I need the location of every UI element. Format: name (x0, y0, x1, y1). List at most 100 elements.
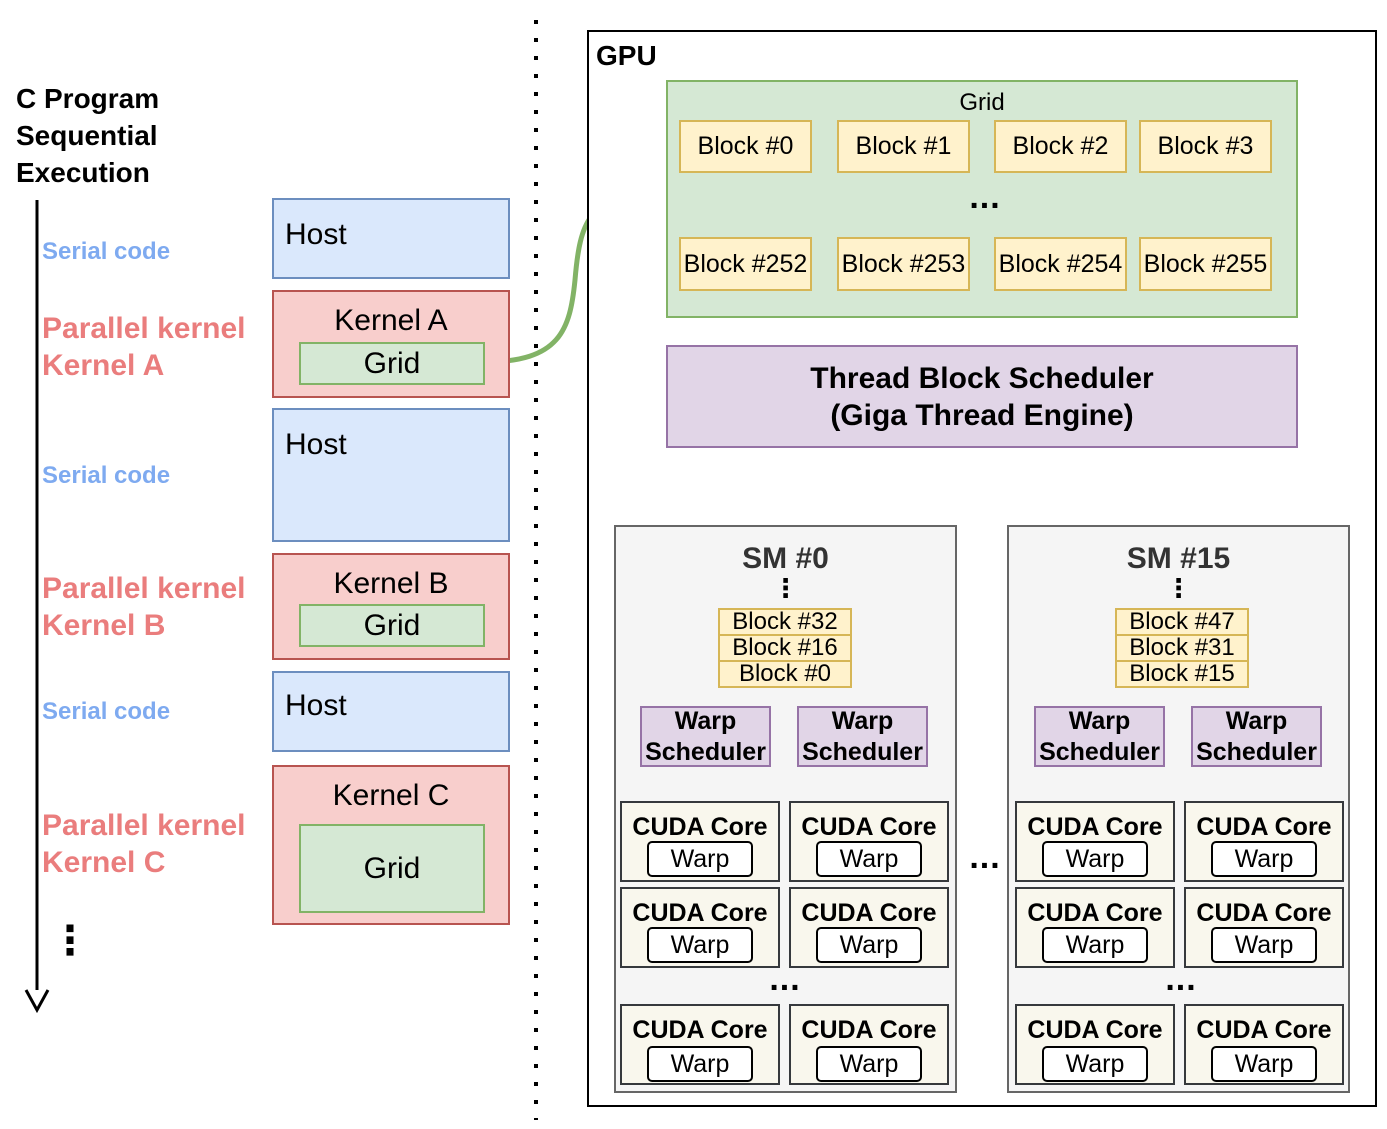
warp-scheduler-line2: Scheduler (645, 737, 766, 766)
sm15-warp-scheduler-1: Warp Scheduler (1034, 706, 1165, 767)
sm0-block-32: Block #32 (718, 608, 852, 636)
parallel-label: Parallel kernel (42, 312, 246, 345)
warp: Warp (1211, 841, 1317, 877)
sm0-cuda-core: CUDA Core Warp (789, 1004, 949, 1085)
parallel-label: Parallel kernel (42, 809, 246, 842)
warp: Warp (647, 927, 753, 963)
kernel-b-box: Kernel B Grid (272, 553, 510, 660)
kernel-a-box: Kernel A Grid (272, 290, 510, 398)
sm-title: SM #0 (742, 542, 829, 575)
core-title: CUDA Core (1196, 899, 1332, 927)
warp: Warp (647, 1046, 753, 1082)
core-title: CUDA Core (632, 1016, 768, 1044)
warp: Warp (1042, 1046, 1148, 1082)
host-label: Host (285, 218, 347, 251)
core-title: CUDA Core (632, 899, 768, 927)
kernel-a-side-label: Kernel A (42, 349, 165, 382)
sm15-block-15: Block #15 (1115, 660, 1249, 688)
warp: Warp (816, 841, 922, 877)
sm15-block-47: Block #47 (1115, 608, 1249, 636)
title-line-2: Sequential (16, 120, 158, 151)
block-1: Block #1 (837, 120, 970, 173)
warp: Warp (1211, 1046, 1317, 1082)
host-box-1: Host (272, 198, 510, 279)
core-ellipsis: ... (769, 960, 801, 998)
core-title: CUDA Core (801, 1016, 937, 1044)
kernel-b-label: Kernel B (333, 567, 449, 600)
thread-block-scheduler: Thread Block Scheduler (Giga Thread Engi… (666, 345, 1298, 448)
sm15-cuda-core: CUDA Core Warp (1184, 1004, 1344, 1085)
scheduler-subtitle: (Giga Thread Engine) (830, 398, 1134, 432)
kernel-a-label: Kernel A (334, 304, 448, 337)
sm15-cuda-core: CUDA Core Warp (1015, 1004, 1175, 1085)
kernel-c-side-label: Kernel C (42, 846, 166, 879)
sm0-warp-scheduler-1: Warp Scheduler (640, 706, 771, 767)
warp-scheduler-line1: Warp (1225, 706, 1288, 735)
host-label: Host (285, 428, 347, 461)
kernel-c-label: Kernel C (332, 779, 450, 812)
title-line-3: Execution (16, 157, 150, 188)
host-label: Host (285, 689, 347, 722)
parallel-kernel-c-label: Parallel kernel Kernel C (42, 807, 245, 881)
serial-code-label: Serial code (42, 462, 171, 489)
warp-scheduler-line1: Warp (674, 706, 737, 735)
gpu-label: GPU (596, 40, 657, 71)
sm15-cuda-core: CUDA Core Warp (1015, 887, 1175, 968)
sm15-cuda-core: CUDA Core Warp (1184, 801, 1344, 882)
block-3: Block #3 (1139, 120, 1272, 173)
serial-code-label: Serial code (42, 698, 171, 725)
warp-scheduler-line2: Scheduler (1196, 737, 1317, 766)
block-ellipsis: ... (969, 178, 1001, 216)
kernel-c-box: Kernel C Grid (272, 765, 510, 925)
block-254: Block #254 (994, 237, 1127, 291)
scheduler-title: Thread Block Scheduler (810, 361, 1154, 395)
parallel-kernel-a-label: Parallel kernel Kernel A (42, 310, 245, 384)
serial-code-label: Serial code (42, 238, 171, 265)
warp-scheduler-line2: Scheduler (802, 737, 923, 766)
sm0-cuda-core: CUDA Core Warp (620, 1004, 780, 1085)
sm0-cuda-core: CUDA Core Warp (620, 887, 780, 968)
core-title: CUDA Core (1027, 813, 1163, 841)
parallel-kernel-b-label: Parallel kernel Kernel B (42, 570, 245, 644)
block-0: Block #0 (679, 120, 812, 173)
warp-scheduler-line2: Scheduler (1039, 737, 1160, 766)
warp: Warp (1042, 841, 1148, 877)
core-title: CUDA Core (1196, 1016, 1332, 1044)
sm0-cuda-core: CUDA Core Warp (789, 887, 949, 968)
warp: Warp (1211, 927, 1317, 963)
core-title: CUDA Core (1027, 1016, 1163, 1044)
warp-scheduler-line1: Warp (1068, 706, 1131, 735)
program-title: C Program Sequential Execution (16, 80, 256, 191)
block-253: Block #253 (837, 237, 970, 291)
kernel-b-grid: Grid (299, 604, 485, 647)
kernel-a-grid: Grid (299, 342, 485, 385)
sm0-block-16: Block #16 (718, 634, 852, 662)
warp: Warp (816, 1046, 922, 1082)
sm-ellipsis: ... (969, 838, 1001, 876)
warp-scheduler-line1: Warp (831, 706, 894, 735)
sm0-block-0: Block #0 (718, 660, 852, 688)
core-title: CUDA Core (1196, 813, 1332, 841)
sm15-warp-scheduler-2: Warp Scheduler (1191, 706, 1322, 767)
warp: Warp (647, 841, 753, 877)
warp: Warp (816, 927, 922, 963)
block-252: Block #252 (679, 237, 812, 291)
sm0-cuda-core: CUDA Core Warp (620, 801, 780, 882)
core-title: CUDA Core (801, 899, 937, 927)
block-2: Block #2 (994, 120, 1127, 173)
sm-title: SM #15 (1126, 542, 1231, 575)
parallel-label: Parallel kernel (42, 572, 246, 605)
block-255: Block #255 (1139, 237, 1272, 291)
warp: Warp (1042, 927, 1148, 963)
sm15-cuda-core: CUDA Core Warp (1015, 801, 1175, 882)
host-box-3: Host (272, 671, 510, 752)
core-title: CUDA Core (632, 813, 768, 841)
host-box-2: Host (272, 408, 510, 542)
core-ellipsis: ... (1165, 960, 1197, 998)
kernel-c-grid: Grid (299, 824, 485, 913)
sm15-block-31: Block #31 (1115, 634, 1249, 662)
core-title: CUDA Core (801, 813, 937, 841)
gpu-grid-label: Grid (959, 89, 1005, 116)
continuation-dots: ⋮ (50, 919, 90, 963)
sm15-cuda-core: CUDA Core Warp (1184, 887, 1344, 968)
